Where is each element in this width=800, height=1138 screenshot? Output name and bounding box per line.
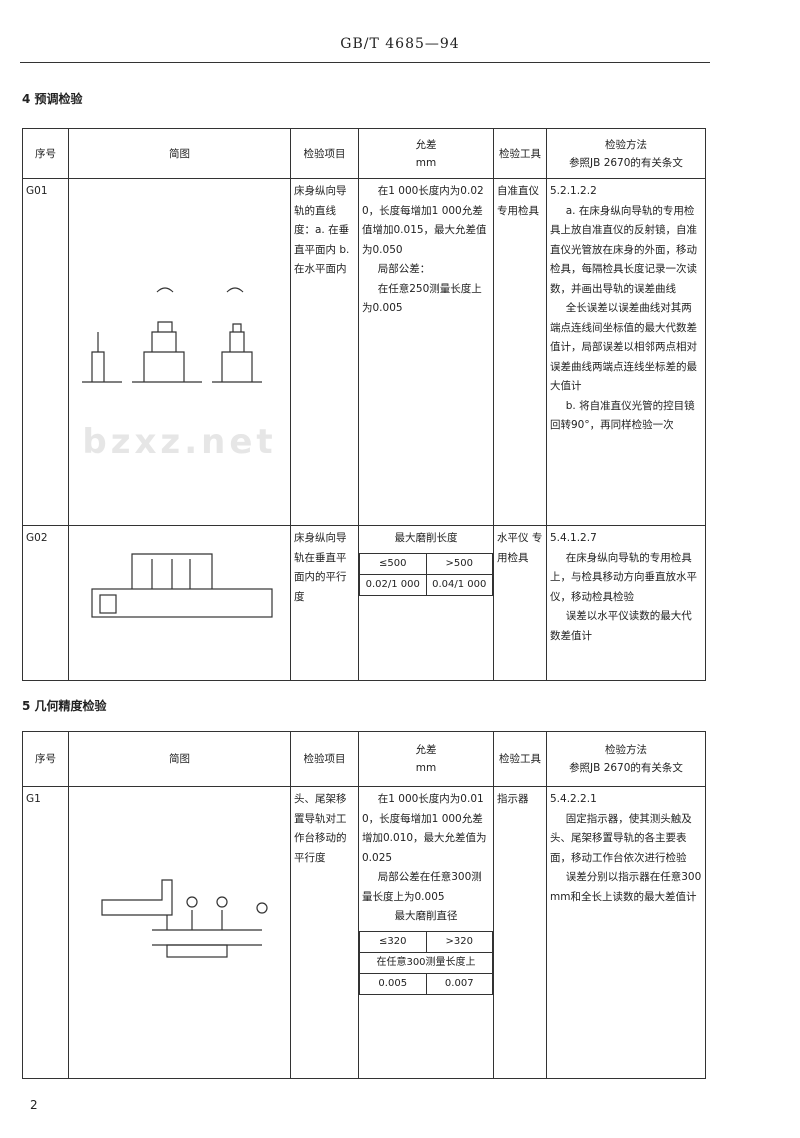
tools-cell: 自准直仪 专用检具	[493, 178, 547, 526]
tolerance-cell: 在1 000长度内为0.020，长度每增加1 000允差值增加0.015，最大允…	[358, 178, 494, 526]
row-id: G1	[22, 786, 69, 1079]
method-cell: 5.2.1.2.2 a. 在床身纵向导轨的专用检具上放自准直仪的反射镜，自准直仪…	[546, 178, 706, 526]
section-title: 4 预调检验	[22, 92, 83, 106]
col-no: 序号	[22, 128, 69, 179]
table-row: G1 头、尾架移置导轨对工作台移动的平行度 在1 000长度内为0.010，长度…	[22, 786, 706, 1079]
check-item: 床身纵向导轨在垂直平面内的平行度	[290, 525, 359, 681]
tolerance-cell: 在1 000长度内为0.010，长度每增加1 000允差增加0.010，最大允差…	[358, 786, 494, 1079]
col-sketch: 简图	[68, 128, 291, 179]
tools-cell: 水平仪 专用检具	[493, 525, 547, 681]
row-id: G02	[22, 525, 69, 681]
tools-cell: 指示器	[493, 786, 547, 1079]
header-rule	[20, 62, 710, 63]
col-sketch: 简图	[68, 731, 291, 787]
col-no: 序号	[22, 731, 69, 787]
watermark: bzxz.net	[82, 422, 277, 462]
col-tools: 检验工具	[493, 731, 547, 787]
col-item: 检验项目	[290, 731, 359, 787]
col-tools: 检验工具	[493, 128, 547, 179]
sketch-parallelism	[91, 553, 273, 618]
check-item: 头、尾架移置导轨对工作台移动的平行度	[290, 786, 359, 1079]
page-number: 2	[30, 1098, 38, 1112]
sketch-cell	[68, 786, 291, 1079]
method-cell: 5.4.1.2.7 在床身纵向导轨的专用检具上，与检具移动方向垂直放水平仪，移动…	[546, 525, 706, 681]
method-cell: 5.4.2.2.1 固定指示器，使其测头触及头、尾架移置导轨的各主要表面，移动工…	[546, 786, 706, 1079]
sketch-cell: bzxz.net	[68, 178, 291, 526]
sketch-head-tail-guide	[101, 879, 268, 958]
check-item: 床身纵向导轨的直线度：a. 在垂直平面内 b. 在水平面内	[290, 178, 359, 526]
table-row: G02 床身纵向导轨在垂直平面内的平行度 最大磨削长度 ≤500>500 0.0…	[22, 525, 706, 681]
col-method: 检验方法参照JB 2670的有关条文	[546, 731, 706, 787]
col-method: 检验方法参照JB 2670的有关条文	[546, 128, 706, 179]
standard-header: GB/T 4685—94	[340, 36, 460, 52]
table-row: G01 bzxz.net 床身纵向导轨的直线度：a. 在垂直平面内 b. 在水平…	[22, 178, 706, 526]
col-item: 检验项目	[290, 128, 359, 179]
sketch-cell	[68, 525, 291, 681]
section-title: 5 几何精度检验	[22, 699, 107, 713]
row-id: G01	[22, 178, 69, 526]
sketch-straightness	[82, 287, 262, 383]
